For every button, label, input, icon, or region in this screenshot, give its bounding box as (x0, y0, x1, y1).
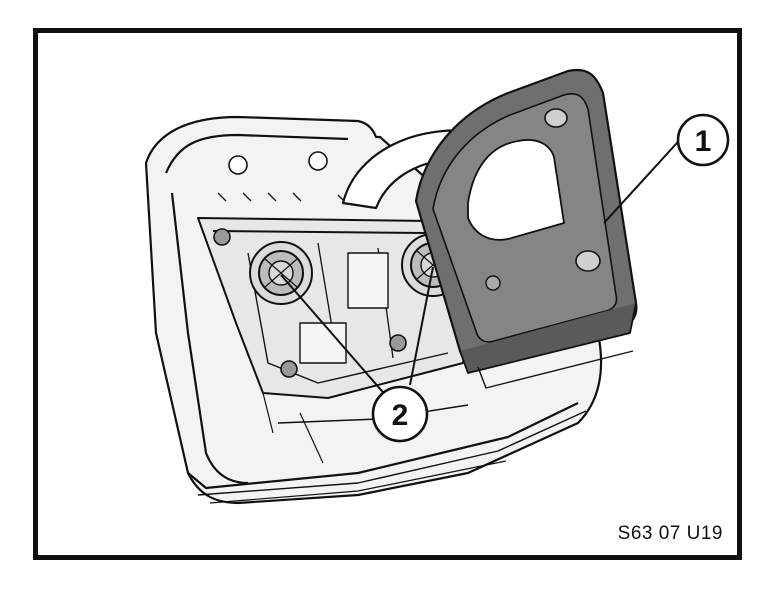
bulb-holder-left (249, 241, 313, 305)
callout-label-1: 1 (695, 125, 712, 158)
figure-frame: 1 2 S63 07 U19 (33, 28, 742, 560)
callout-circle-1 (676, 113, 730, 167)
callout-1: 1 (676, 113, 730, 167)
callout-label-2: 2 (392, 399, 409, 432)
leader-lines (280, 132, 687, 399)
callout-circle-2 (371, 385, 429, 443)
leader-line-2b (409, 266, 434, 386)
callout-2: 2 (371, 385, 429, 443)
figure-code: S63 07 U19 (617, 523, 723, 544)
rear-cover (414, 68, 638, 389)
tail-light-diagram: 1 2 (144, 68, 730, 505)
leader-line-1 (603, 132, 687, 224)
leader-line-2a (280, 274, 389, 399)
